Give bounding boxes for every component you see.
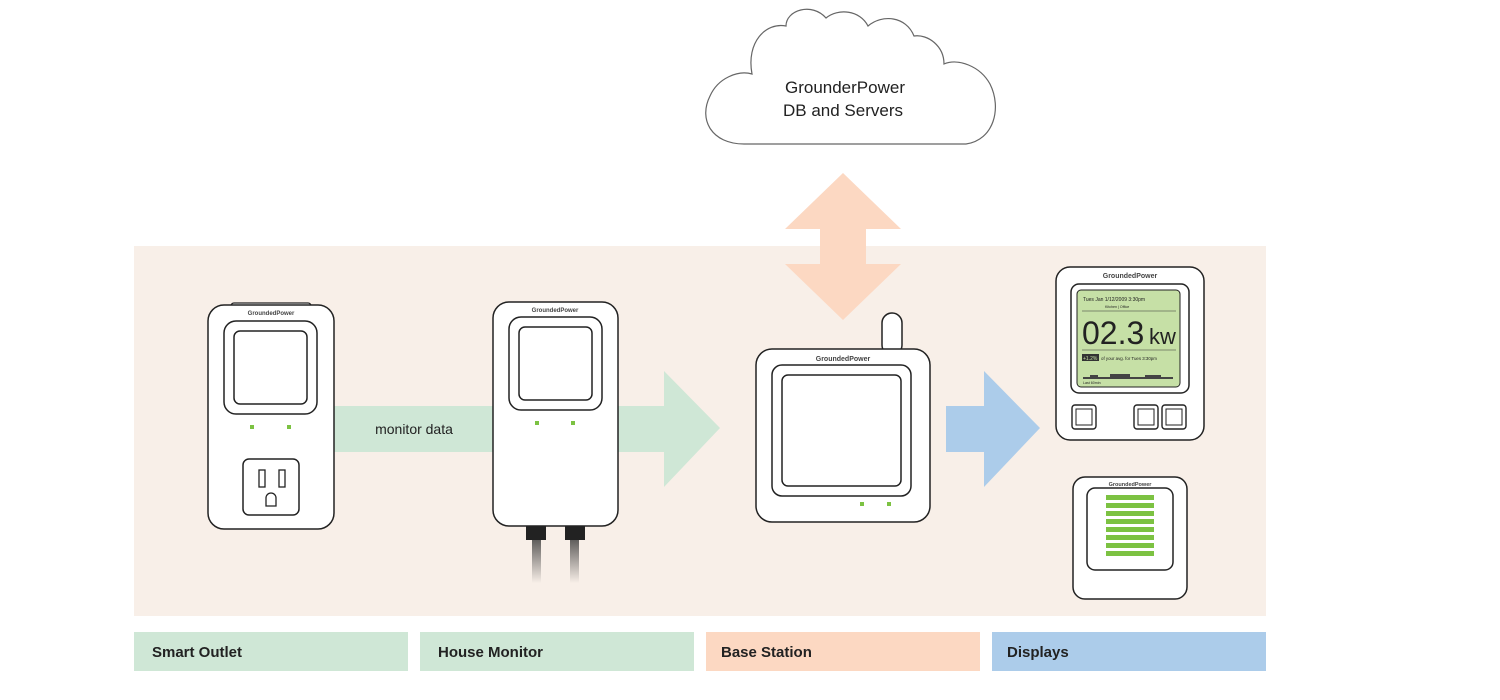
smart-outlet-brand: GroundedPower: [248, 311, 295, 317]
displays-label-text: Displays: [1007, 644, 1069, 661]
base-station-label: Base Station: [706, 632, 980, 671]
house-monitor-brand: GroundedPower: [532, 308, 579, 314]
energy-display-brand: GroundedPower: [1103, 273, 1158, 280]
house-monitor-cable-left: [532, 527, 541, 583]
smart-outlet-label: Smart Outlet: [134, 632, 408, 671]
house-monitor-led-right: [571, 421, 575, 425]
energy-display-device: GroundedPower Tues Jan 1/12/2009 3:30pm …: [1055, 266, 1205, 441]
displays-label: Displays: [992, 632, 1266, 671]
display-flow-arrow: [946, 371, 1040, 487]
cloud-shape: [705, 8, 996, 145]
lcd-footer: Last 60min: [1083, 381, 1101, 385]
bar-display-brand: GroundedPower: [1109, 482, 1153, 488]
lcd-status: Kitchen | Office: [1105, 305, 1129, 309]
smart-outlet-label-text: Smart Outlet: [152, 644, 243, 661]
bar-display-level-bars: [1106, 495, 1154, 556]
cloud-title-line1: GrounderPower: [785, 78, 905, 97]
lcd-comparison-text: of your avg. for Tues 3:30pm: [1101, 356, 1157, 361]
house-monitor-led-left: [535, 421, 539, 425]
lcd-screen: [1076, 289, 1181, 388]
base-station-led-left: [860, 502, 864, 506]
house-monitor-cable-right: [570, 527, 579, 583]
lcd-comparison-badge: +1.2%: [1083, 356, 1098, 362]
base-station-led-right: [887, 502, 891, 506]
base-station-brand: GroundedPower: [816, 356, 871, 363]
house-monitor-device: GroundedPower: [492, 301, 619, 583]
smart-outlet-led-right: [287, 425, 291, 429]
smart-outlet-device: GroundedPower: [207, 302, 335, 530]
lcd-unit: kw: [1149, 324, 1176, 349]
lcd-reading: 02.3: [1082, 315, 1144, 351]
house-monitor-label-text: House Monitor: [438, 644, 543, 661]
monitor-data-label: monitor data: [375, 421, 453, 437]
lcd-usage-sparkline: [1083, 374, 1173, 379]
smart-outlet-led-left: [250, 425, 254, 429]
base-station-label-text: Base Station: [721, 644, 812, 661]
base-station-device: GroundedPower: [755, 312, 931, 523]
bar-display-device: GroundedPower: [1072, 476, 1188, 600]
lcd-date: Tues Jan 1/12/2009 3:30pm: [1083, 297, 1145, 303]
cloud-servers: GrounderPower DB and Servers: [705, 8, 996, 145]
base-station-cloud-double-arrow: [785, 173, 901, 320]
electrical-socket-icon: [242, 458, 300, 516]
house-monitor-label: House Monitor: [420, 632, 694, 671]
cloud-title-line2: DB and Servers: [783, 101, 903, 120]
